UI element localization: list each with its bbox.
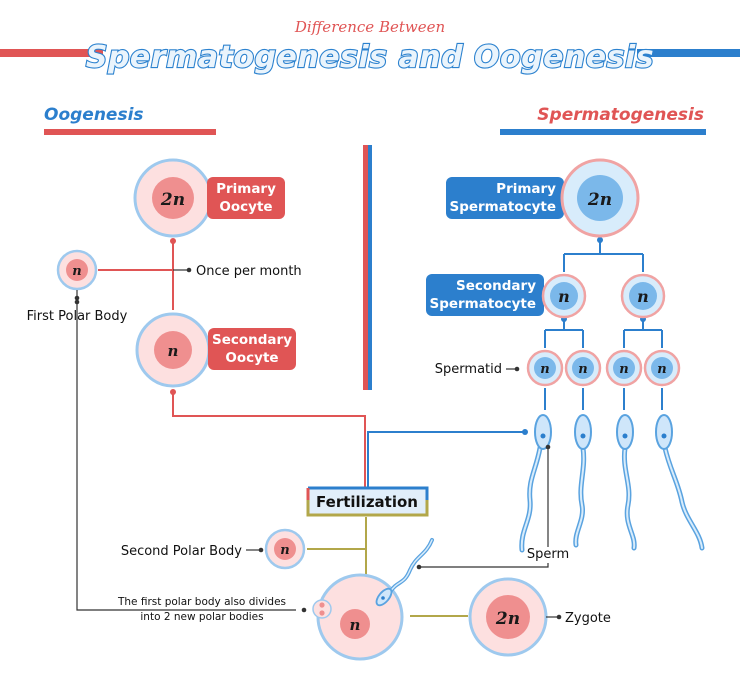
spermatid-cell-2: n bbox=[564, 349, 602, 387]
zygote-label: Zygote bbox=[565, 611, 611, 626]
supertitle: Difference Between bbox=[294, 18, 445, 36]
spermatid-label: Spermatid bbox=[435, 362, 502, 377]
sperm-egg-dot bbox=[416, 564, 422, 570]
fertilization-connectors bbox=[307, 517, 468, 617]
header-bar-right bbox=[637, 49, 740, 57]
sperm-pointer-dot bbox=[545, 444, 551, 450]
fertilization-label: Fertilization bbox=[316, 493, 418, 511]
first-polar-body-ploidy: n bbox=[72, 264, 81, 279]
polar-bodies-pair bbox=[312, 599, 332, 619]
sperm-entering-egg bbox=[375, 538, 434, 607]
primary-spermatocyte-label-box: Primary Spermatocyte bbox=[446, 177, 564, 219]
spermatid-ploidy-2: n bbox=[578, 362, 587, 377]
spermatogenesis-heading: Spermatogenesis bbox=[537, 105, 704, 125]
secondary-oocyte-label-box: Secondary Oocyte bbox=[208, 328, 296, 370]
zygote-ploidy: 2n bbox=[495, 609, 520, 629]
second-polar-body-ploidy: n bbox=[280, 543, 289, 558]
second-polar-body-cell: n bbox=[264, 528, 306, 570]
polar-body-note-line2: into 2 new polar bodies bbox=[140, 611, 263, 623]
secondary-spermatocyte-ploidy-1: n bbox=[558, 287, 570, 306]
sperm-cell-1 bbox=[519, 414, 552, 553]
first-polar-body-dot bbox=[74, 295, 80, 301]
first-polar-body-cell: n bbox=[56, 249, 98, 291]
divider-blue bbox=[368, 145, 372, 390]
secondary-spermatocyte-label-box: Secondary Spermatocyte bbox=[426, 274, 544, 316]
second-polar-body-dot bbox=[258, 547, 264, 553]
fertilization-box: Fertilization bbox=[306, 486, 429, 517]
primary-oocyte-cell: 2n bbox=[133, 158, 213, 238]
primary-oocyte-ploidy: 2n bbox=[160, 190, 185, 210]
page-title: Spermatogenesis and Oogenesis bbox=[86, 40, 654, 75]
header-bar-left bbox=[0, 49, 103, 57]
secondary-spermatocyte-label-line2: Spermatocyte bbox=[429, 296, 536, 312]
secondary-oocyte-label-line1: Secondary bbox=[212, 332, 292, 348]
secondary-spermatocyte-label-line1: Secondary bbox=[456, 278, 536, 294]
primary-spermatocyte-cell: 2n bbox=[560, 158, 640, 238]
secondary-spermatocyte-cell-1: n bbox=[541, 273, 587, 319]
divider-red bbox=[363, 145, 368, 390]
primary-oocyte-dot bbox=[170, 238, 176, 244]
secondary-spermatocyte-cell-2: n bbox=[620, 273, 666, 319]
primary-spermatocyte-ploidy: 2n bbox=[587, 190, 612, 210]
spermatogenesis-underline bbox=[500, 129, 706, 135]
sperm-cell-4 bbox=[655, 414, 705, 551]
primary-spermatocyte-label-line2: Spermatocyte bbox=[449, 199, 556, 215]
secondary-spermatocyte-ploidy-2: n bbox=[637, 287, 649, 306]
spermatid-cell-4: n bbox=[643, 349, 681, 387]
zygote-cell: 2n bbox=[468, 577, 548, 657]
once-per-month-dot bbox=[186, 267, 192, 273]
secondary-oocyte-ploidy: n bbox=[168, 342, 179, 360]
fertilized-egg-ploidy: n bbox=[350, 616, 361, 634]
secondary-oocyte-dot bbox=[170, 389, 176, 395]
oogenesis-underline bbox=[44, 129, 216, 135]
zygote-dot bbox=[556, 614, 562, 620]
spermatid-ploidy-1: n bbox=[540, 362, 549, 377]
sperm-connector-dot bbox=[522, 429, 528, 435]
spermatid-cell-1: n bbox=[526, 349, 564, 387]
sperm-label: Sperm bbox=[527, 547, 569, 562]
spermatid-dot bbox=[514, 366, 520, 372]
primary-spermatocyte-label-line1: Primary bbox=[496, 181, 556, 197]
polar-body-note-line1: The first polar body also divides bbox=[117, 596, 286, 608]
first-polar-body-division-line bbox=[76, 302, 296, 611]
oogenesis-heading: Oogenesis bbox=[44, 105, 144, 125]
sperm-pointer-egg bbox=[420, 563, 549, 568]
secondary-oocyte-label-line2: Oocyte bbox=[225, 350, 278, 366]
oogenesis-connectors bbox=[98, 240, 366, 492]
fertilized-egg-cell: n bbox=[316, 573, 404, 661]
primary-oocyte-label-line1: Primary bbox=[216, 181, 276, 197]
spermatid-ploidy-3: n bbox=[619, 362, 628, 377]
once-per-month-label: Once per month bbox=[196, 264, 302, 279]
spermatid-ploidy-4: n bbox=[657, 362, 666, 377]
polar-bodies-pointer-dot bbox=[301, 607, 307, 613]
spermatid-cell-3: n bbox=[605, 349, 643, 387]
sperm-cell-2 bbox=[573, 414, 592, 548]
primary-oocyte-label-line2: Oocyte bbox=[219, 199, 272, 215]
secondary-oocyte-cell: n bbox=[135, 312, 211, 388]
primary-oocyte-label-box: Primary Oocyte bbox=[207, 177, 285, 219]
second-polar-body-label: Second Polar Body bbox=[121, 544, 242, 559]
sperm-cell-3 bbox=[616, 414, 637, 551]
primary-spermatocyte-dot bbox=[597, 237, 603, 243]
first-polar-body-division-dot bbox=[74, 299, 80, 305]
